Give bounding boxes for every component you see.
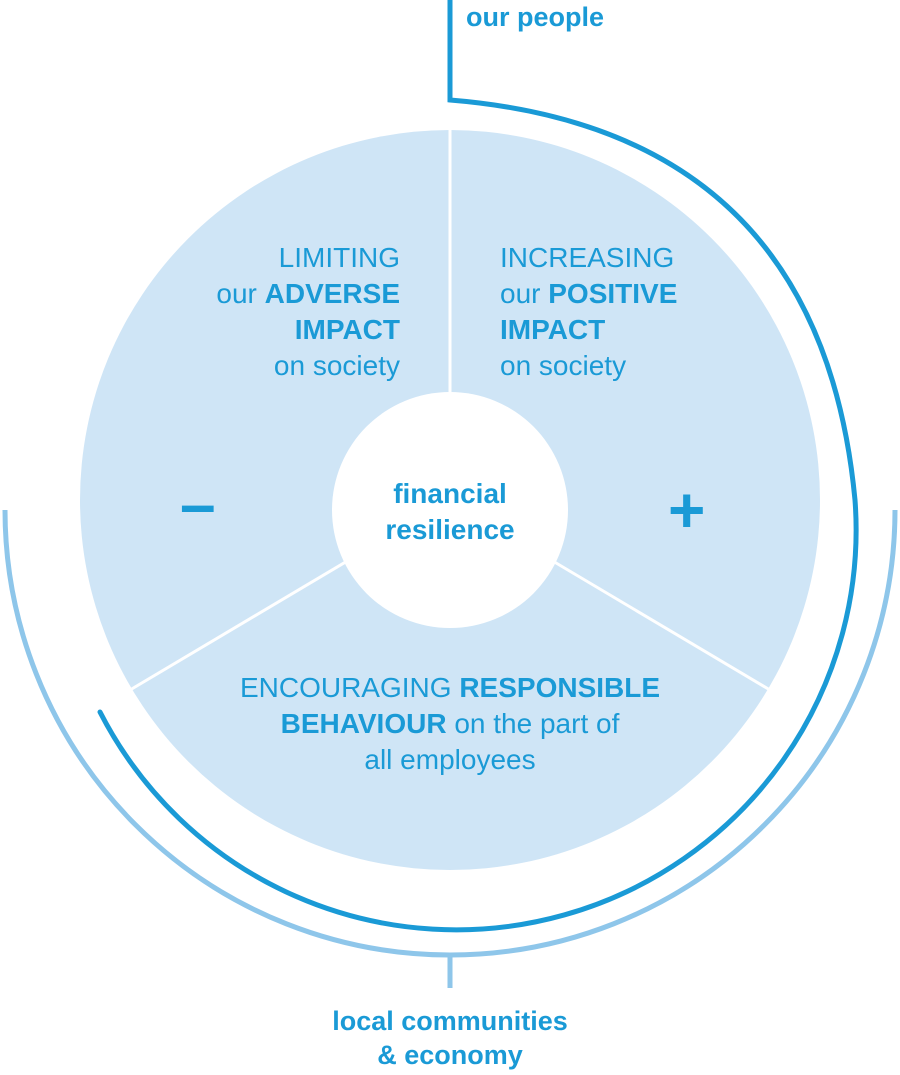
limiting-our: our bbox=[216, 278, 265, 309]
behaviour-word: BEHAVIOUR bbox=[280, 708, 447, 739]
segment-encouraging: ENCOURAGING RESPONSIBLE BEHAVIOUR on the… bbox=[200, 670, 700, 778]
increasing-line2: our POSITIVE bbox=[500, 276, 760, 312]
center-circle bbox=[332, 392, 568, 628]
limiting-line2: our ADVERSE bbox=[150, 276, 400, 312]
increasing-line3: IMPACT bbox=[500, 314, 606, 345]
center-line2: resilience bbox=[385, 514, 515, 545]
center-line1: financial bbox=[393, 478, 507, 509]
limiting-adverse: ADVERSE bbox=[264, 278, 400, 309]
increasing-line1: INCREASING bbox=[500, 242, 675, 273]
our-people-arc bbox=[97, 0, 859, 933]
encouraging-word: ENCOURAGING bbox=[239, 672, 460, 703]
responsible-word: RESPONSIBLE bbox=[459, 672, 661, 703]
label-our-people: our people bbox=[466, 2, 605, 32]
minus-icon: – bbox=[180, 468, 216, 540]
limiting-line1: LIMITING bbox=[278, 242, 400, 273]
encouraging-line3: all employees bbox=[364, 744, 536, 775]
limiting-line4: on society bbox=[273, 350, 400, 381]
increasing-positive: POSITIVE bbox=[548, 278, 678, 309]
label-communities: local communities & economy bbox=[250, 1004, 650, 1072]
limiting-line3: IMPACT bbox=[294, 314, 400, 345]
center-label: financial resilience bbox=[352, 476, 548, 548]
communities-line1: local communities bbox=[332, 1006, 568, 1036]
segment-limiting: LIMITING our ADVERSE IMPACT on society bbox=[150, 240, 400, 384]
encouraging-line1: ENCOURAGING RESPONSIBLE bbox=[200, 670, 700, 706]
part-of-text: on the part of bbox=[446, 708, 620, 739]
increasing-line4: on society bbox=[500, 350, 627, 381]
segment-increasing: INCREASING our POSITIVE IMPACT on societ… bbox=[500, 240, 760, 384]
encouraging-line2: BEHAVIOUR on the part of bbox=[200, 706, 700, 742]
plus-icon: + bbox=[668, 474, 706, 546]
communities-line2: & economy bbox=[377, 1040, 523, 1070]
increasing-our: our bbox=[500, 278, 549, 309]
